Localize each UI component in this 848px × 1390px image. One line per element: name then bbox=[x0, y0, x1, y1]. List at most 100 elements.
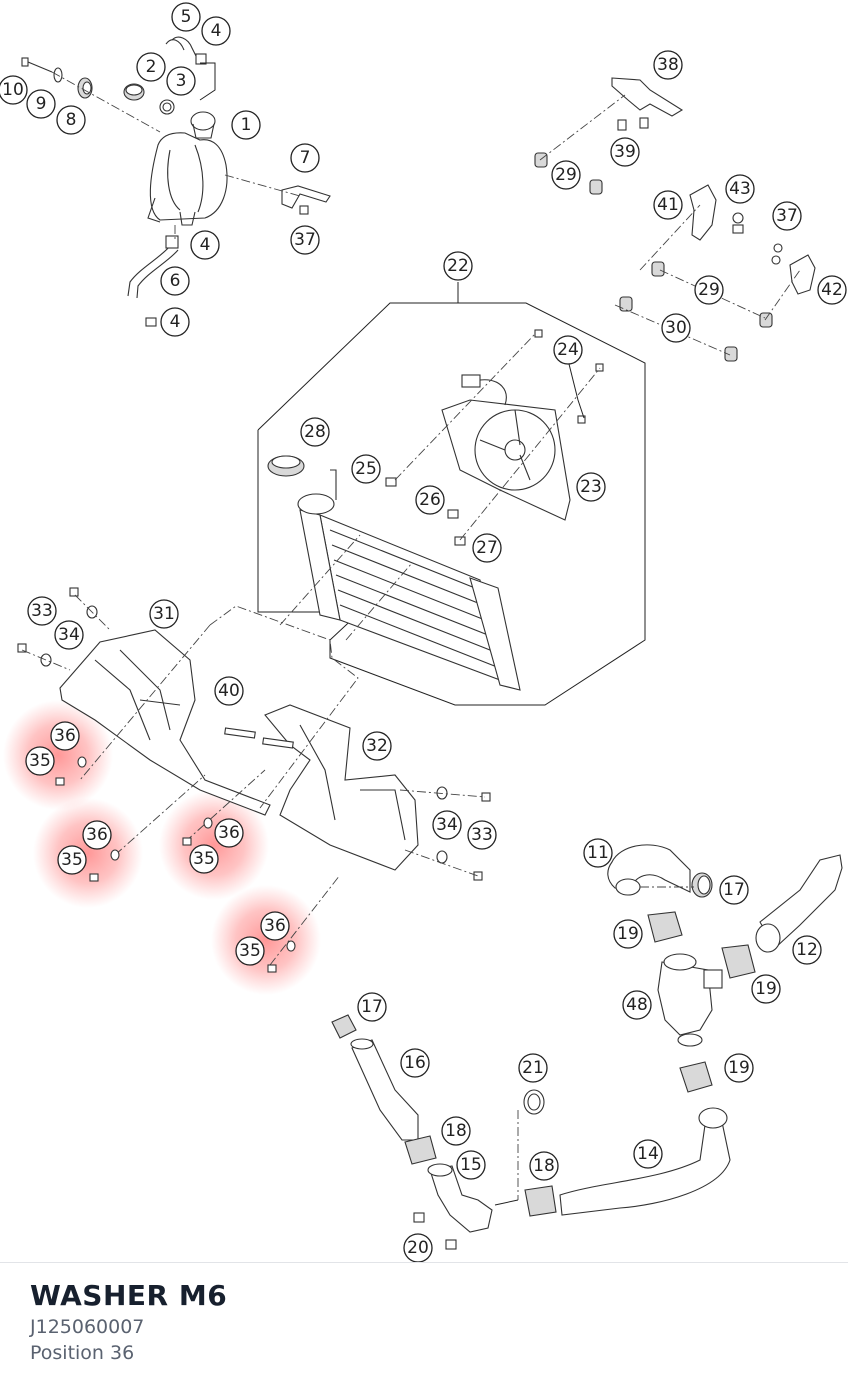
screws-20[interactable] bbox=[413, 1212, 457, 1250]
highlight-glow[interactable] bbox=[33, 798, 143, 908]
callout-37[interactable]: 37 bbox=[290, 225, 320, 255]
callout-28[interactable]: 28 bbox=[300, 417, 330, 447]
callout-4[interactable]: 4 bbox=[160, 307, 190, 337]
callout-35[interactable]: 35 bbox=[57, 845, 87, 875]
highlight-glow[interactable] bbox=[3, 700, 113, 810]
callout-36[interactable]: 36 bbox=[260, 911, 290, 941]
screws-24-27[interactable] bbox=[385, 329, 604, 546]
callout-18[interactable]: 18 bbox=[529, 1151, 559, 1181]
hose-6[interactable] bbox=[127, 235, 179, 327]
hose-12[interactable] bbox=[755, 854, 843, 953]
hose-16[interactable] bbox=[350, 1038, 419, 1141]
elbow-15[interactable] bbox=[427, 1163, 493, 1233]
callout-3[interactable]: 3 bbox=[166, 66, 196, 96]
callout-26[interactable]: 26 bbox=[415, 485, 445, 515]
callout-1[interactable]: 1 bbox=[231, 110, 261, 140]
callout-6[interactable]: 6 bbox=[160, 266, 190, 296]
spacer-40[interactable] bbox=[224, 727, 294, 749]
callout-33[interactable]: 33 bbox=[467, 820, 497, 850]
highlight-glow[interactable] bbox=[159, 790, 269, 900]
callout-19[interactable]: 19 bbox=[751, 974, 781, 1004]
callout-12[interactable]: 12 bbox=[792, 935, 822, 965]
hose-14[interactable] bbox=[559, 1107, 731, 1216]
rubber-mount-30[interactable] bbox=[619, 261, 773, 362]
callout-42[interactable]: 42 bbox=[817, 275, 847, 305]
callout-41[interactable]: 41 bbox=[653, 190, 683, 220]
nut-43[interactable] bbox=[732, 212, 744, 234]
hose-11[interactable] bbox=[607, 844, 691, 896]
washer-m6-36[interactable] bbox=[77, 756, 296, 952]
callout-48[interactable]: 48 bbox=[622, 990, 652, 1020]
callout-34[interactable]: 34 bbox=[54, 620, 84, 650]
callout-4[interactable]: 4 bbox=[190, 230, 220, 260]
callout-17[interactable]: 17 bbox=[719, 875, 749, 905]
callout-7[interactable]: 7 bbox=[290, 143, 320, 173]
bolt-10[interactable] bbox=[21, 57, 53, 73]
hose-clamps-19[interactable] bbox=[647, 911, 756, 1093]
callout-30[interactable]: 30 bbox=[661, 313, 691, 343]
callout-33[interactable]: 33 bbox=[27, 596, 57, 626]
radiator-core[interactable] bbox=[297, 469, 521, 691]
callout-9[interactable]: 9 bbox=[26, 89, 56, 119]
callout-38[interactable]: 38 bbox=[653, 50, 683, 80]
callout-35[interactable]: 35 bbox=[235, 936, 265, 966]
o-ring-21[interactable] bbox=[523, 1089, 545, 1115]
callout-21[interactable]: 21 bbox=[518, 1053, 548, 1083]
callout-31[interactable]: 31 bbox=[149, 599, 179, 629]
expansion-tank[interactable] bbox=[147, 132, 228, 226]
callout-36[interactable]: 36 bbox=[214, 818, 244, 848]
callout-5[interactable]: 5 bbox=[171, 2, 201, 32]
callout-32[interactable]: 32 bbox=[362, 731, 392, 761]
thermostat-housing-48[interactable] bbox=[657, 953, 723, 1047]
callout-8[interactable]: 8 bbox=[56, 105, 86, 135]
callout-36[interactable]: 36 bbox=[50, 721, 80, 751]
highlight-glow[interactable] bbox=[211, 885, 321, 995]
callout-11[interactable]: 11 bbox=[583, 838, 613, 868]
callout-27[interactable]: 27 bbox=[472, 533, 502, 563]
vent-hose[interactable] bbox=[165, 36, 207, 65]
callout-2[interactable]: 2 bbox=[136, 52, 166, 82]
fan-shroud-23[interactable] bbox=[441, 399, 571, 521]
callout-40[interactable]: 40 bbox=[214, 676, 244, 706]
filler-neck[interactable] bbox=[190, 111, 216, 139]
callout-15[interactable]: 15 bbox=[456, 1150, 486, 1180]
callout-43[interactable]: 43 bbox=[725, 174, 755, 204]
hose-clamp-17[interactable] bbox=[331, 872, 713, 1039]
callout-39[interactable]: 39 bbox=[610, 137, 640, 167]
callout-34[interactable]: 34 bbox=[432, 810, 462, 840]
bracket-42[interactable] bbox=[789, 254, 816, 295]
bracket-38[interactable] bbox=[611, 77, 684, 131]
seal-ring[interactable] bbox=[159, 99, 175, 115]
callout-18[interactable]: 18 bbox=[441, 1116, 471, 1146]
callout-24[interactable]: 24 bbox=[553, 335, 583, 365]
callout-10[interactable]: 10 bbox=[0, 75, 28, 105]
radiator-cap-28[interactable] bbox=[267, 455, 305, 477]
callout-35[interactable]: 35 bbox=[189, 844, 219, 874]
callout-35[interactable]: 35 bbox=[25, 746, 55, 776]
callout-4[interactable]: 4 bbox=[201, 16, 231, 46]
callout-20[interactable]: 20 bbox=[403, 1233, 433, 1262]
radiator-spoiler-left-31[interactable] bbox=[59, 629, 271, 816]
callout-36[interactable]: 36 bbox=[82, 820, 112, 850]
callout-16[interactable]: 16 bbox=[400, 1048, 430, 1078]
tank-cap[interactable] bbox=[123, 83, 145, 101]
callout-22[interactable]: 22 bbox=[443, 251, 473, 281]
callout-17[interactable]: 17 bbox=[357, 992, 387, 1022]
callout-29[interactable]: 29 bbox=[551, 160, 581, 190]
clip-37[interactable] bbox=[771, 243, 783, 265]
callout-14[interactable]: 14 bbox=[633, 1139, 663, 1169]
radiator-spoiler-right-32[interactable] bbox=[264, 704, 419, 871]
fan-connector[interactable] bbox=[461, 374, 507, 406]
rubber-bushing-8[interactable] bbox=[77, 77, 93, 99]
callout-23[interactable]: 23 bbox=[576, 472, 606, 502]
screw-35[interactable] bbox=[55, 777, 277, 973]
bracket-41[interactable] bbox=[689, 184, 717, 241]
hose-clamps-18[interactable] bbox=[404, 1135, 557, 1217]
callout-19[interactable]: 19 bbox=[724, 1053, 754, 1083]
screw-washers-33-34[interactable] bbox=[17, 587, 491, 881]
callout-25[interactable]: 25 bbox=[351, 454, 381, 484]
bracket-7[interactable] bbox=[281, 185, 331, 215]
callout-19[interactable]: 19 bbox=[613, 919, 643, 949]
callout-37[interactable]: 37 bbox=[772, 201, 802, 231]
callout-29[interactable]: 29 bbox=[694, 275, 724, 305]
